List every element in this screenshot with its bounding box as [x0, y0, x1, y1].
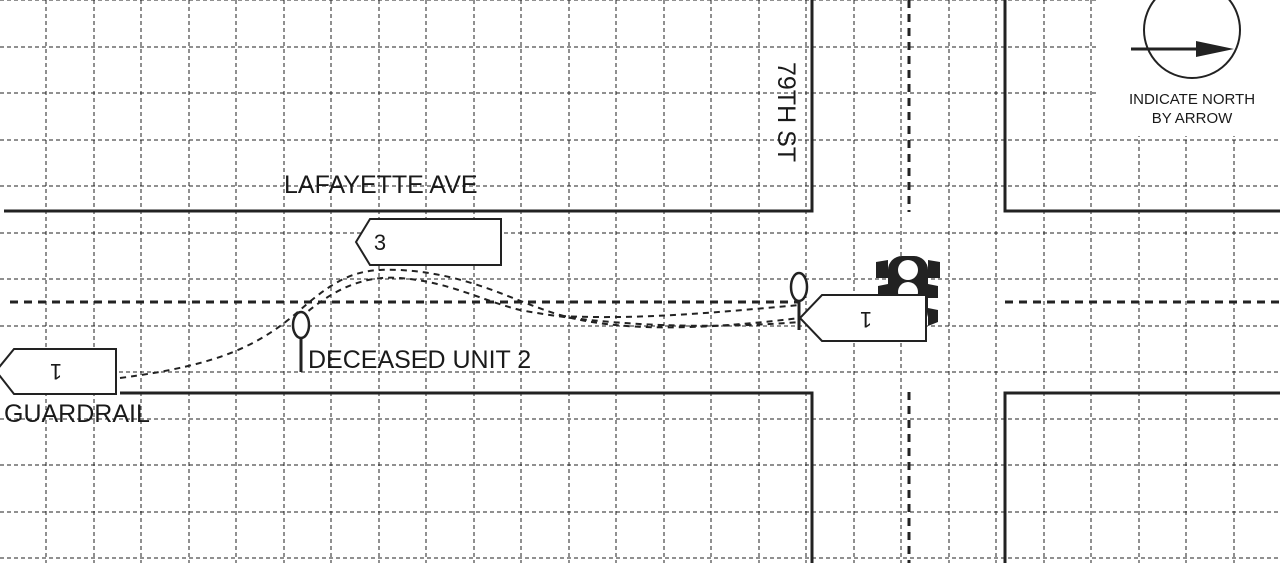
vehicle-unit-3: 3: [354, 218, 502, 266]
legend-text-line1: INDICATE NORTH: [1129, 91, 1255, 108]
vehicle-number: 1: [860, 307, 872, 332]
point-marker-icon: [291, 310, 311, 372]
legend-text-line2: BY ARROW: [1152, 110, 1233, 127]
guardrail-label: GUARDRAIL: [4, 400, 150, 428]
curb-southwest: [120, 391, 814, 563]
path-unit-3-b: [559, 304, 801, 319]
vehicle-unit-1-west: 1: [0, 348, 117, 395]
street-label-lafayette: LAFAYETTE AVE: [284, 171, 478, 199]
road-edges: [4, 0, 1280, 563]
point-marker-icon: [789, 271, 809, 330]
curb-northwest: [4, 0, 814, 213]
curb-northeast: [1003, 0, 1280, 213]
street-label-79th: 79TH ST: [772, 62, 800, 162]
center-lines: [10, 0, 1280, 563]
path-unit-3: [299, 276, 801, 327]
path-unit-1: [119, 268, 801, 379]
vehicle-unit-1-east: 1: [798, 294, 927, 342]
vehicle-number: 3: [374, 230, 386, 255]
vehicle-number: 1: [50, 359, 62, 384]
deceased-label: DECEASED UNIT 2: [308, 346, 531, 374]
north-arrow-icon: [1131, 0, 1241, 79]
curb-southeast: [1003, 391, 1280, 563]
vehicle-paths: [119, 268, 801, 379]
